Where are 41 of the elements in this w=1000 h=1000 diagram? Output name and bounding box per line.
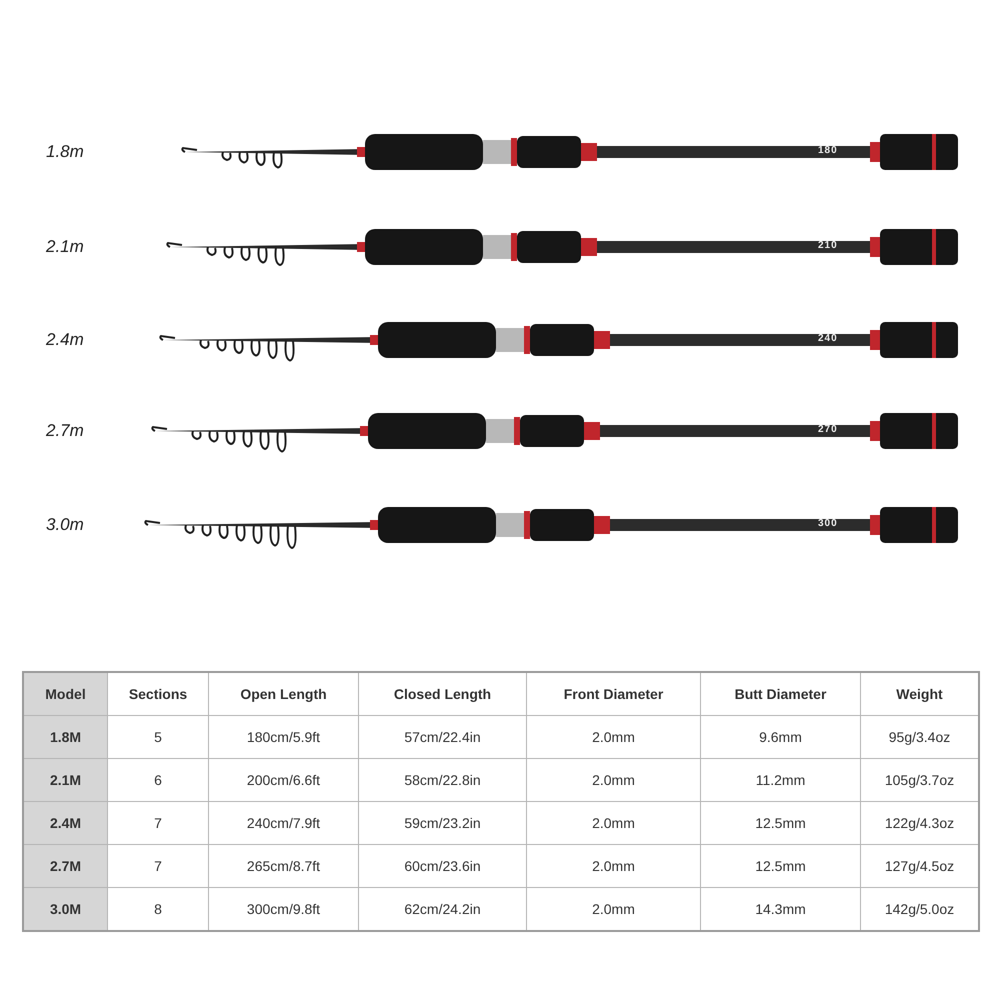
rod-length-label: 2.7m	[46, 421, 84, 441]
table-cell: 6	[108, 759, 209, 802]
row-header: 1.8M	[24, 716, 108, 759]
table-cell: 7	[108, 802, 209, 845]
rod-model-number: 270	[818, 424, 838, 436]
rod-length-label: 2.1m	[46, 237, 84, 257]
column-header: Closed Length	[359, 673, 527, 716]
table-cell: 5	[108, 716, 209, 759]
rod-model-number: 180	[818, 145, 838, 157]
table-cell: 2.0mm	[527, 802, 701, 845]
column-header: Front Diameter	[527, 673, 701, 716]
rod-length-label: 3.0m	[46, 515, 84, 535]
rod-length-label: 2.4m	[46, 330, 84, 350]
rod-model-number: 300	[818, 518, 838, 530]
table-cell: 12.5mm	[701, 845, 861, 888]
table-cell: 12.5mm	[701, 802, 861, 845]
row-header: 2.7M	[24, 845, 108, 888]
table-cell: 58cm/22.8in	[359, 759, 527, 802]
table-cell: 2.0mm	[527, 759, 701, 802]
column-header: Sections	[108, 673, 209, 716]
table-cell: 9.6mm	[701, 716, 861, 759]
rod-model-number: 240	[818, 333, 838, 345]
column-header: Model	[24, 673, 108, 716]
table-cell: 11.2mm	[701, 759, 861, 802]
column-header: Butt Diameter	[701, 673, 861, 716]
rod-model-number: 210	[818, 240, 838, 252]
table-cell: 57cm/22.4in	[359, 716, 527, 759]
rod-length-label: 1.8m	[46, 142, 84, 162]
table-cell: 60cm/23.6in	[359, 845, 527, 888]
row-header: 3.0M	[24, 888, 108, 930]
column-header: Open Length	[209, 673, 359, 716]
table-cell: 265cm/8.7ft	[209, 845, 359, 888]
row-header: 2.1M	[24, 759, 108, 802]
table-cell: 200cm/6.6ft	[209, 759, 359, 802]
table-cell: 2.0mm	[527, 716, 701, 759]
table-cell: 2.0mm	[527, 845, 701, 888]
table-cell: 180cm/5.9ft	[209, 716, 359, 759]
table-cell: 7	[108, 845, 209, 888]
table-cell: 240cm/7.9ft	[209, 802, 359, 845]
table-cell: 59cm/23.2in	[359, 802, 527, 845]
row-header: 2.4M	[24, 802, 108, 845]
